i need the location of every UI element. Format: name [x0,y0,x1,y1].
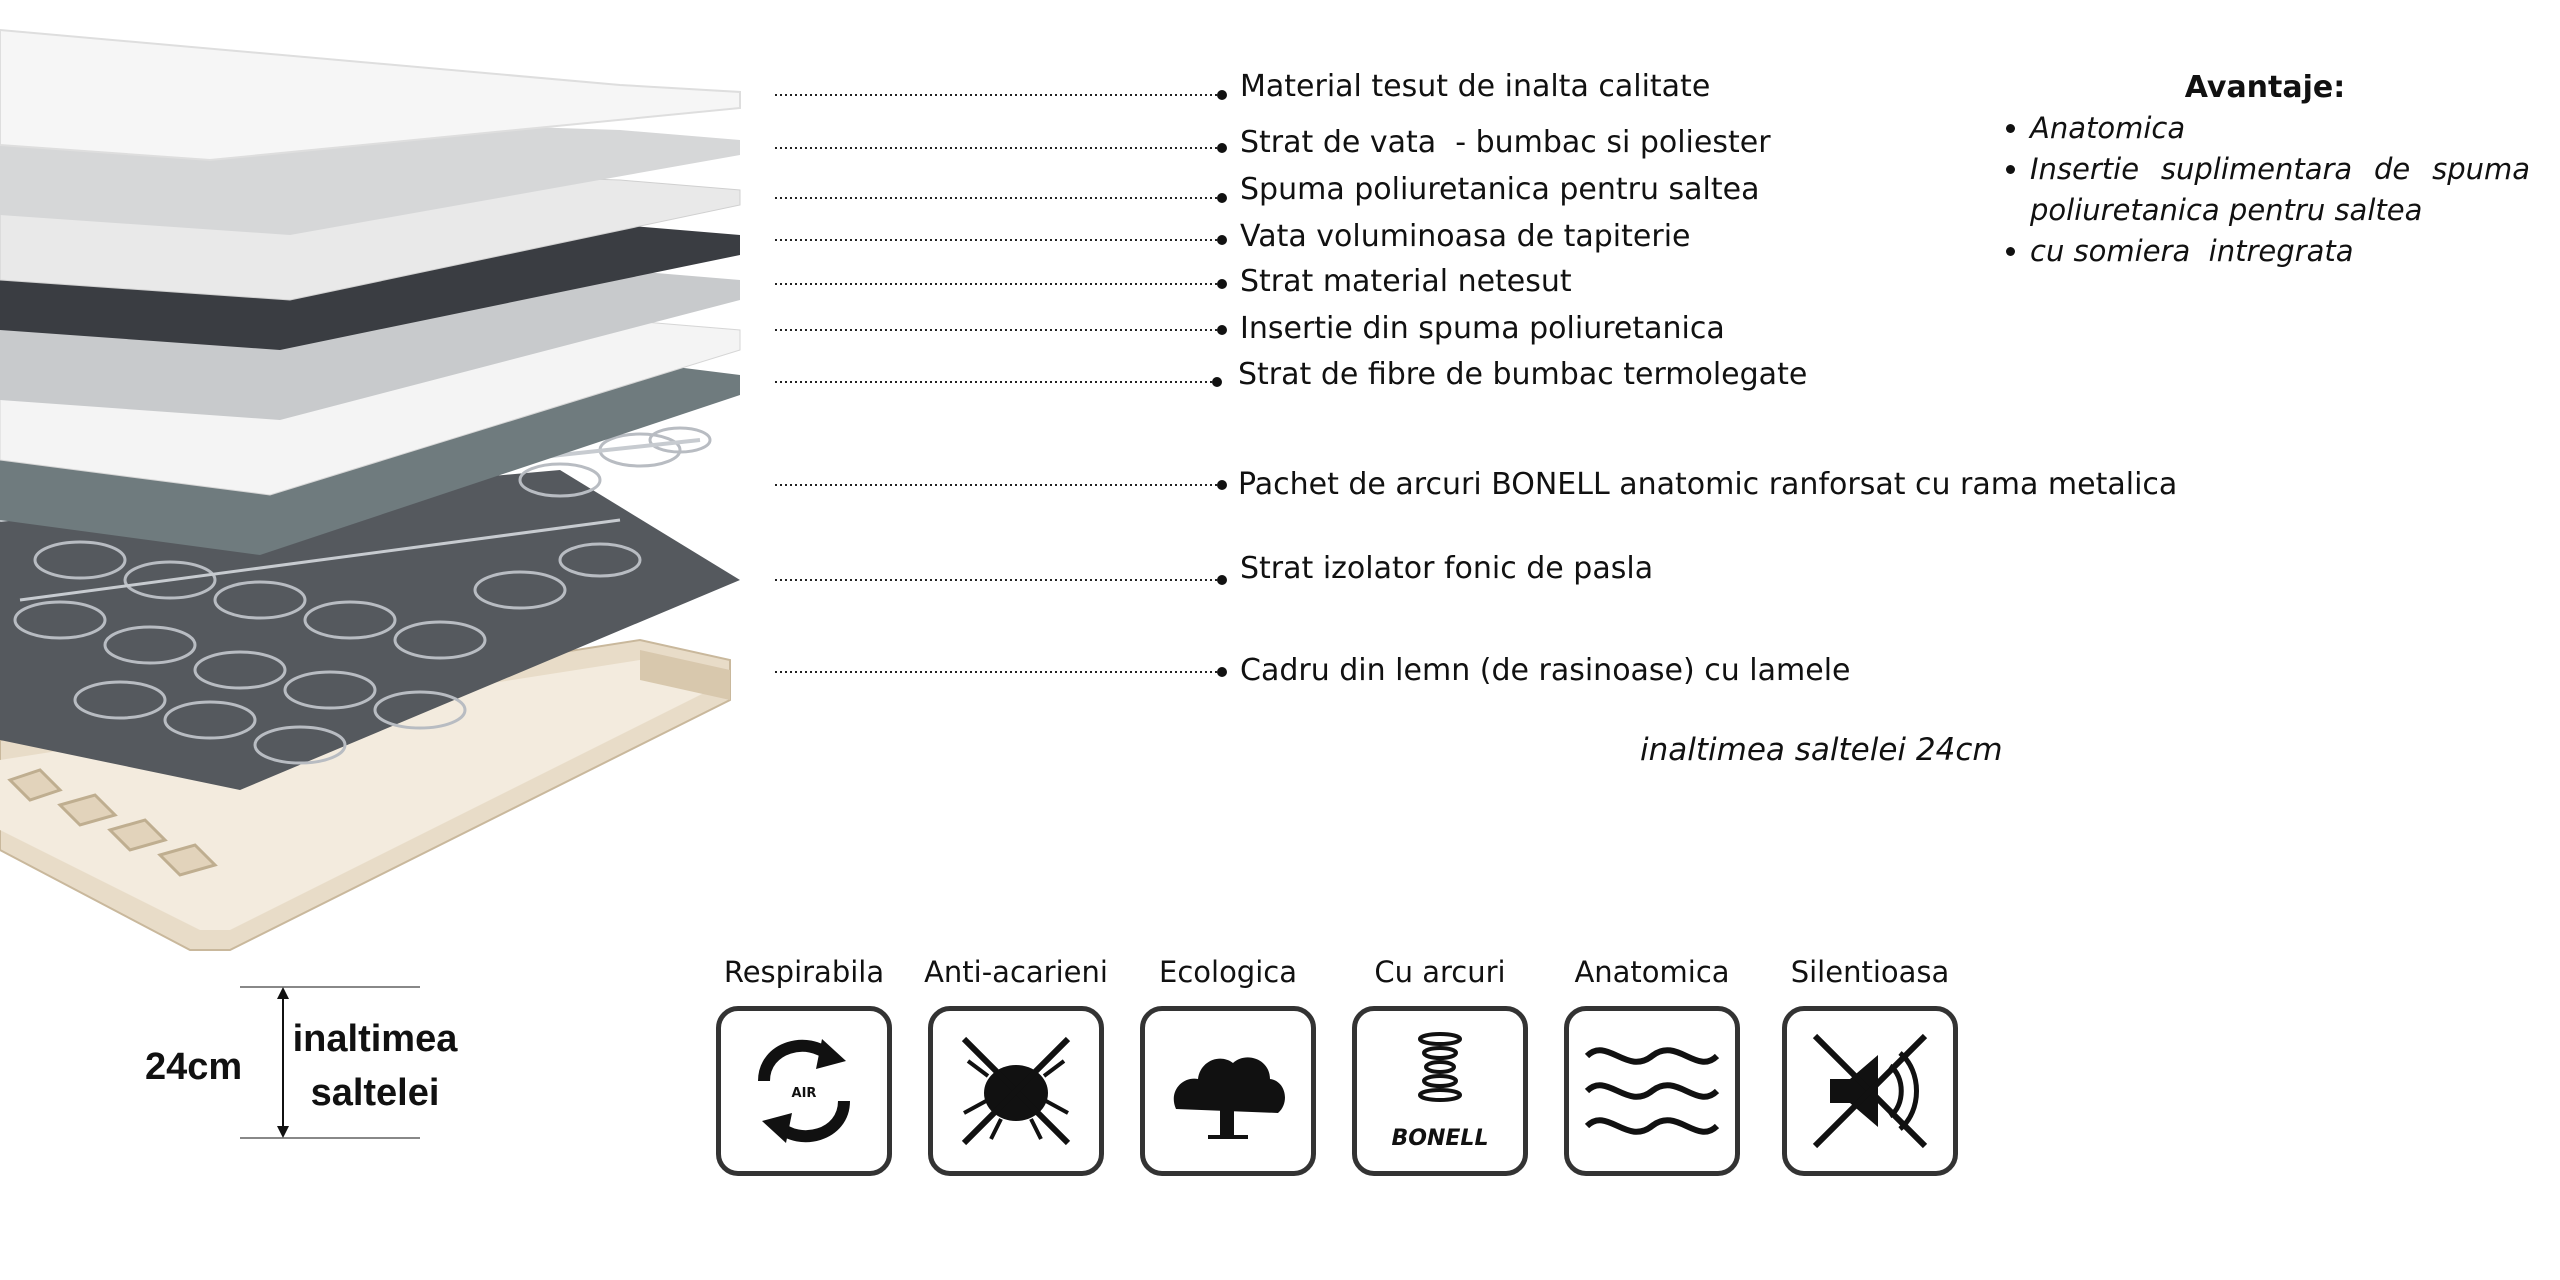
height-label: inaltimea saltelei [285,1012,465,1120]
advantages-block: Avantaje: Anatomica Insertie suplimentar… [2000,68,2530,272]
layer-label-foam-insert: Insertie din spuma poliuretanica [1240,311,1725,346]
layer-label-cotton-fibers: Strat de fibre de bumbac termolegate [1238,357,1808,392]
feature-springs: Cu arcuri BONELL [1345,952,1535,1176]
fabric-layer [0,28,741,162]
feature-ecological: Ecologica [1133,952,1323,1176]
mattress-height-note: inaltimea saltelei 24cm [1640,732,2003,768]
feature-silent: Silentioasa [1775,952,1965,1176]
layer-label-fabric: Material tesut de inalta calitate [1240,69,1711,104]
height-value: 24cm [145,1046,243,1088]
air-circulation-icon: AIR [716,1006,892,1176]
waves-icon [1564,1006,1740,1176]
advantage-item: Insertie suplimentara de spuma poliureta… [2000,149,2530,231]
layer-label-wadding: Strat de vata - bumbac si poliester [1240,125,1771,160]
no-sound-icon [1782,1006,1958,1176]
layer-label-upholstery: Vata voluminoasa de tapiterie [1240,219,1691,254]
feature-label: Silentioasa [1790,955,1950,989]
feature-label: Ecologica [1159,955,1297,989]
layer-label-foam: Spuma poliuretanica pentru saltea [1240,172,1760,207]
advantage-item: cu somiera intregrata [2000,231,2530,272]
feature-anti-mites: Anti-acarieni [921,952,1111,1176]
layer-label-wood-frame: Cadru din lemn (de rasinoase) cu lamele [1240,653,1851,688]
advantage-item: Anatomica [2000,108,2530,149]
mattress-layers-illustration [0,28,741,951]
feature-label: Anatomica [1574,955,1730,989]
bonell-icon-text: BONELL [1392,1126,1489,1151]
height-dimension-marker [240,986,420,1139]
layer-label-felt: Strat izolator fonic de pasla [1240,551,1654,586]
layer-label-springs: Pachet de arcuri BONELL anatomic ranfors… [1238,467,2178,502]
feature-label: Cu arcuri [1374,955,1506,989]
feature-label: Anti-acarieni [924,955,1108,989]
feature-anatomic: Anatomica [1557,952,1747,1176]
air-icon-text: AIR [792,1086,817,1101]
height-label-line: saltelei [310,1072,440,1114]
leader-lines [775,90,1227,677]
spring-icon: BONELL [1352,1006,1528,1176]
feature-breathable: Respirabila AIR [709,952,899,1176]
advantages-list: Anatomica Insertie suplimentara de spuma… [2000,108,2530,272]
advantages-title: Avantaje: [2184,70,2346,105]
no-mites-icon [928,1006,1104,1176]
feature-label: Respirabila [723,955,885,989]
layer-label-nonwoven: Strat material netesut [1240,264,1572,299]
felt-layer [0,470,740,790]
tree-icon [1140,1006,1316,1176]
height-label-line: inaltimea [292,1018,458,1060]
